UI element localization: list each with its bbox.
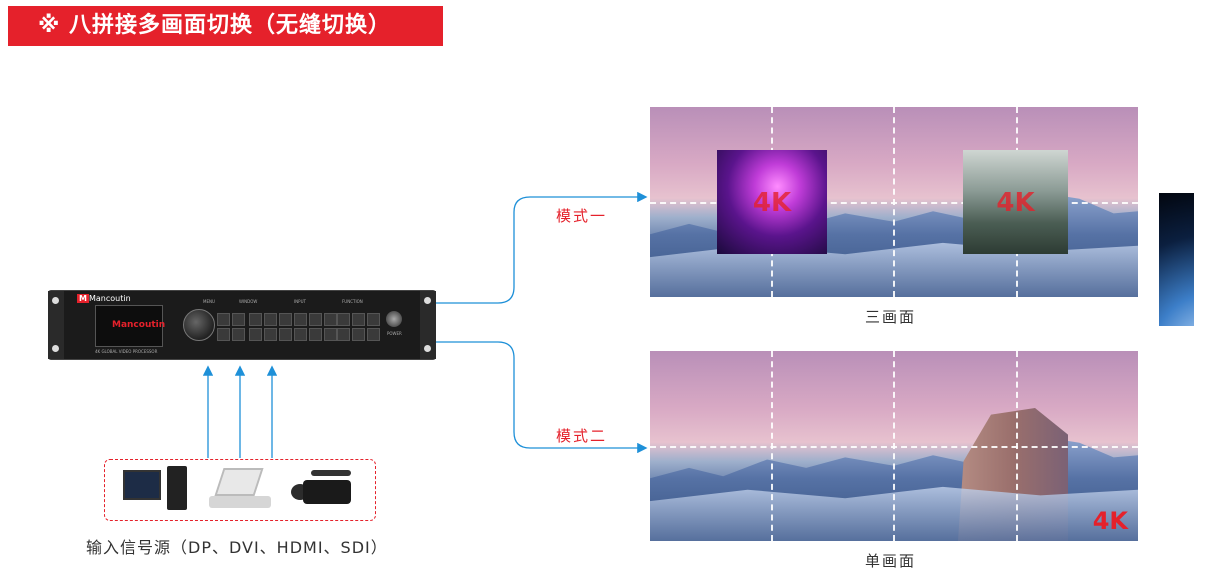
input-buttons (249, 313, 337, 341)
mode1-label: 模式一 (556, 207, 608, 225)
screen1-caption: 三画面 (865, 308, 917, 326)
earth-image-strip (1159, 193, 1194, 326)
device-button[interactable] (367, 328, 380, 341)
source-caption: 输入信号源（DP、DVI、HDMI、SDI） (86, 538, 388, 557)
input-label: INPUT (294, 299, 306, 304)
input-sources-box (104, 459, 376, 521)
device-button[interactable] (294, 313, 307, 326)
laptop-base-icon (209, 496, 271, 508)
device-button[interactable] (309, 313, 322, 326)
device-button[interactable] (352, 313, 365, 326)
menu-buttons (217, 313, 245, 341)
device-button[interactable] (217, 328, 230, 341)
device-button[interactable] (294, 328, 307, 341)
inset1-label: 4K (752, 188, 792, 218)
function-label: FUNCTION (342, 299, 363, 304)
laptop-icon (214, 468, 264, 496)
screen2-badge: 4K (1092, 507, 1128, 535)
wire-mode1 (436, 191, 648, 304)
device-button[interactable] (249, 313, 262, 326)
device-button[interactable] (309, 328, 322, 341)
device-lcd: Mancoutin (95, 305, 166, 347)
screen-single-picture: 4K (650, 351, 1138, 541)
power-button[interactable] (386, 311, 402, 327)
window-label: WINDOW (239, 299, 258, 304)
device-button[interactable] (249, 328, 262, 341)
section-title: ※ 八拼接多画面切换（无缝切换） (8, 6, 443, 46)
model-label: 4K GLOBAL VIDEO PROCESSOR (95, 349, 158, 354)
inset-window-2: 4K (963, 150, 1068, 254)
function-buttons (337, 313, 380, 341)
lcd-logo: Mancoutin (112, 320, 166, 330)
desktop-monitor-icon (123, 470, 161, 500)
device-button[interactable] (279, 313, 292, 326)
power-label: POWER (387, 331, 402, 336)
mode2-label: 模式二 (556, 427, 608, 445)
device-button[interactable] (352, 328, 365, 341)
menu-knob[interactable] (183, 309, 215, 341)
desktop-tower-icon (167, 466, 187, 510)
device-button[interactable] (217, 313, 230, 326)
device-button[interactable] (264, 328, 277, 341)
device-button[interactable] (232, 313, 245, 326)
device-button[interactable] (324, 313, 337, 326)
screen-three-picture: 4K 4K (650, 107, 1138, 297)
inset2-label: 4K (996, 188, 1035, 218)
video-camera-icon (303, 480, 351, 504)
menu-label: MENU (203, 299, 215, 304)
camera-mic-icon (311, 470, 351, 476)
device-button[interactable] (367, 313, 380, 326)
wire-mode2 (436, 341, 648, 454)
screen2-caption: 单画面 (865, 552, 917, 570)
inset-window-1: 4K (717, 150, 827, 254)
device-button[interactable] (232, 328, 245, 341)
device-button[interactable] (337, 313, 350, 326)
device-button[interactable] (264, 313, 277, 326)
device-button[interactable] (324, 328, 337, 341)
device-button[interactable] (337, 328, 350, 341)
device-button[interactable] (279, 328, 292, 341)
